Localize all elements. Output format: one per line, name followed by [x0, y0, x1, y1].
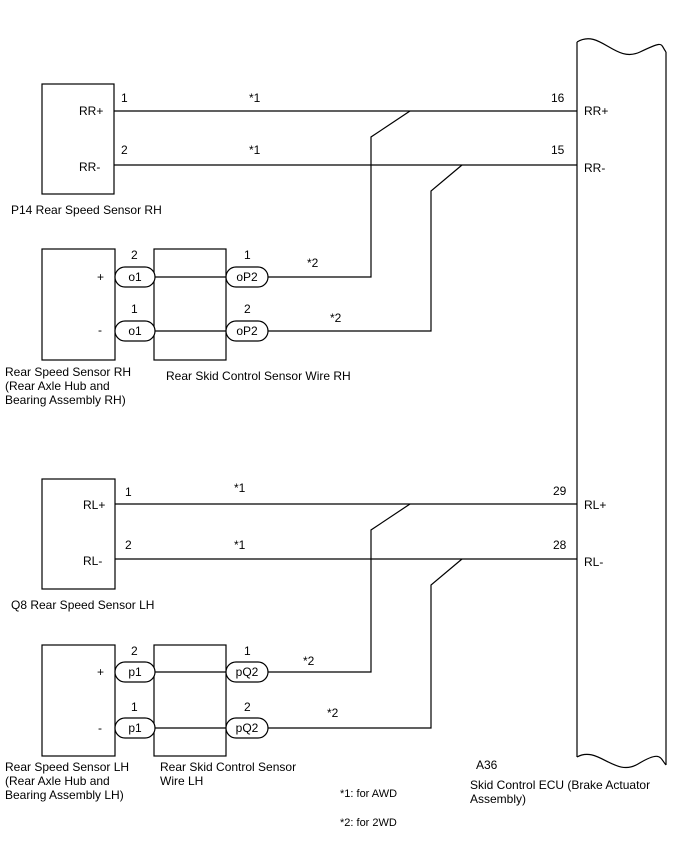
sensor-rh-2wd-caption-1: Rear Speed Sensor RH [5, 365, 131, 379]
sensor-lh-2wd-caption-3: Bearing Assembly LH) [5, 788, 124, 802]
sensor-rh-awd-caption: P14 Rear Speed Sensor RH [11, 203, 162, 217]
sensor-lh-awd-minus-num: 2 [125, 538, 132, 552]
sensor-rh-awd-plus-note: *1 [249, 91, 261, 105]
sensor-lh-awd-box [41, 478, 116, 590]
ecu-pin-rr-plus-label: RR+ [584, 104, 608, 118]
wire-rh-plus-note: *2 [307, 256, 319, 270]
route-lh-plus-2wd [268, 503, 411, 673]
ecu-pin-rr-minus-num: 15 [551, 143, 565, 157]
connector-o1-plus-name: o1 [128, 270, 142, 284]
sensor-lh-awd-plus-note: *1 [234, 481, 246, 495]
sensor-lh-2wd-caption-1: Rear Speed Sensor LH [5, 760, 129, 774]
ecu-pin-rr-minus-label: RR- [584, 161, 605, 175]
connector-p1-minus-num: 1 [131, 700, 138, 714]
connector-op2-plus-num: 1 [244, 248, 251, 262]
wire-lh-minus-note: *2 [327, 706, 339, 720]
sensor-lh-awd-minus-label: RL- [83, 554, 102, 568]
route-rh-minus-2wd [268, 164, 463, 332]
ecu-pin-rl-minus-label: RL- [584, 555, 603, 569]
ecu-pin-rl-minus-num: 28 [553, 538, 567, 552]
connector-o1-plus-num: 2 [131, 248, 138, 262]
ecu-name-2: Assembly) [470, 792, 526, 806]
wire-lh-plus-note: *2 [303, 654, 315, 668]
connector-p1-plus [114, 661, 156, 683]
sensor-rh-2wd-box [41, 248, 116, 361]
connector-pq2-minus-num: 2 [244, 700, 251, 714]
sensor-rh-2wd-plus-label: + [97, 270, 104, 284]
sensor-rh-awd-minus-num: 2 [121, 143, 128, 157]
connector-o1-minus [114, 320, 156, 342]
wire-lh-box [153, 644, 227, 757]
sensor-lh-2wd-box [41, 644, 116, 757]
connector-p1-minus [114, 717, 156, 739]
connector-p1-minus-name: p1 [128, 721, 142, 735]
sensor-lh-awd-plus-num: 1 [125, 485, 132, 499]
connector-p1-plus-num: 2 [131, 644, 138, 658]
route-rh-plus-2wd [268, 110, 411, 278]
connector-op2-minus-name: oP2 [236, 324, 258, 338]
connector-o1-minus-num: 1 [131, 302, 138, 316]
ecu-pin-rl-plus-num: 29 [553, 484, 567, 498]
sensor-lh-2wd-minus-label: - [98, 721, 102, 735]
ecu-connector-code: A36 [476, 758, 498, 772]
sensor-rh-2wd-caption-2: (Rear Axle Hub and [5, 379, 110, 393]
ecu-name-1: Skid Control ECU (Brake Actuator [470, 778, 650, 792]
sensor-rh-awd-box [41, 83, 115, 195]
sensor-lh-awd-caption: Q8 Rear Speed Sensor LH [11, 598, 154, 612]
connector-o1-minus-name: o1 [128, 324, 142, 338]
connector-op2-minus-num: 2 [244, 302, 251, 316]
wire-rh-box [153, 248, 227, 361]
sensor-lh-2wd-caption-2: (Rear Axle Hub and [5, 774, 110, 788]
connector-pq2-plus-name: pQ2 [236, 665, 259, 679]
connector-o1-plus [114, 266, 156, 288]
ecu-pin-rr-plus-num: 16 [551, 91, 565, 105]
sensor-rh-awd-minus-note: *1 [249, 143, 261, 157]
legend-note-2wd: *2: for 2WD [340, 817, 397, 829]
connector-pq2-plus-num: 1 [244, 644, 251, 658]
wire-lh-caption-2: Wire LH [160, 774, 203, 788]
sensor-lh-2wd-plus-label: + [97, 665, 104, 679]
route-lh-minus-2wd [268, 558, 463, 729]
sensor-rh-2wd-caption-3: Bearing Assembly RH) [5, 393, 126, 407]
sensor-rh-awd-minus-label: RR- [79, 160, 100, 174]
sensor-rh-awd-plus-label: RR+ [79, 104, 103, 118]
wire-rh-minus-note: *2 [330, 311, 342, 325]
ecu-body [576, 38, 667, 769]
wire-rh-caption: Rear Skid Control Sensor Wire RH [166, 369, 351, 383]
connector-pq2-minus-name: pQ2 [236, 721, 259, 735]
sensor-rh-2wd-minus-label: - [98, 323, 102, 337]
legend-note-awd: *1: for AWD [340, 788, 397, 800]
sensor-lh-awd-minus-note: *1 [234, 538, 246, 552]
connector-p1-plus-name: p1 [128, 665, 142, 679]
wire-lh-caption-1: Rear Skid Control Sensor [160, 760, 296, 774]
sensor-lh-awd-plus-label: RL+ [83, 498, 105, 512]
connector-op2-plus-name: oP2 [236, 270, 258, 284]
ecu-pin-rl-plus-label: RL+ [584, 498, 606, 512]
sensor-rh-awd-plus-num: 1 [121, 91, 128, 105]
